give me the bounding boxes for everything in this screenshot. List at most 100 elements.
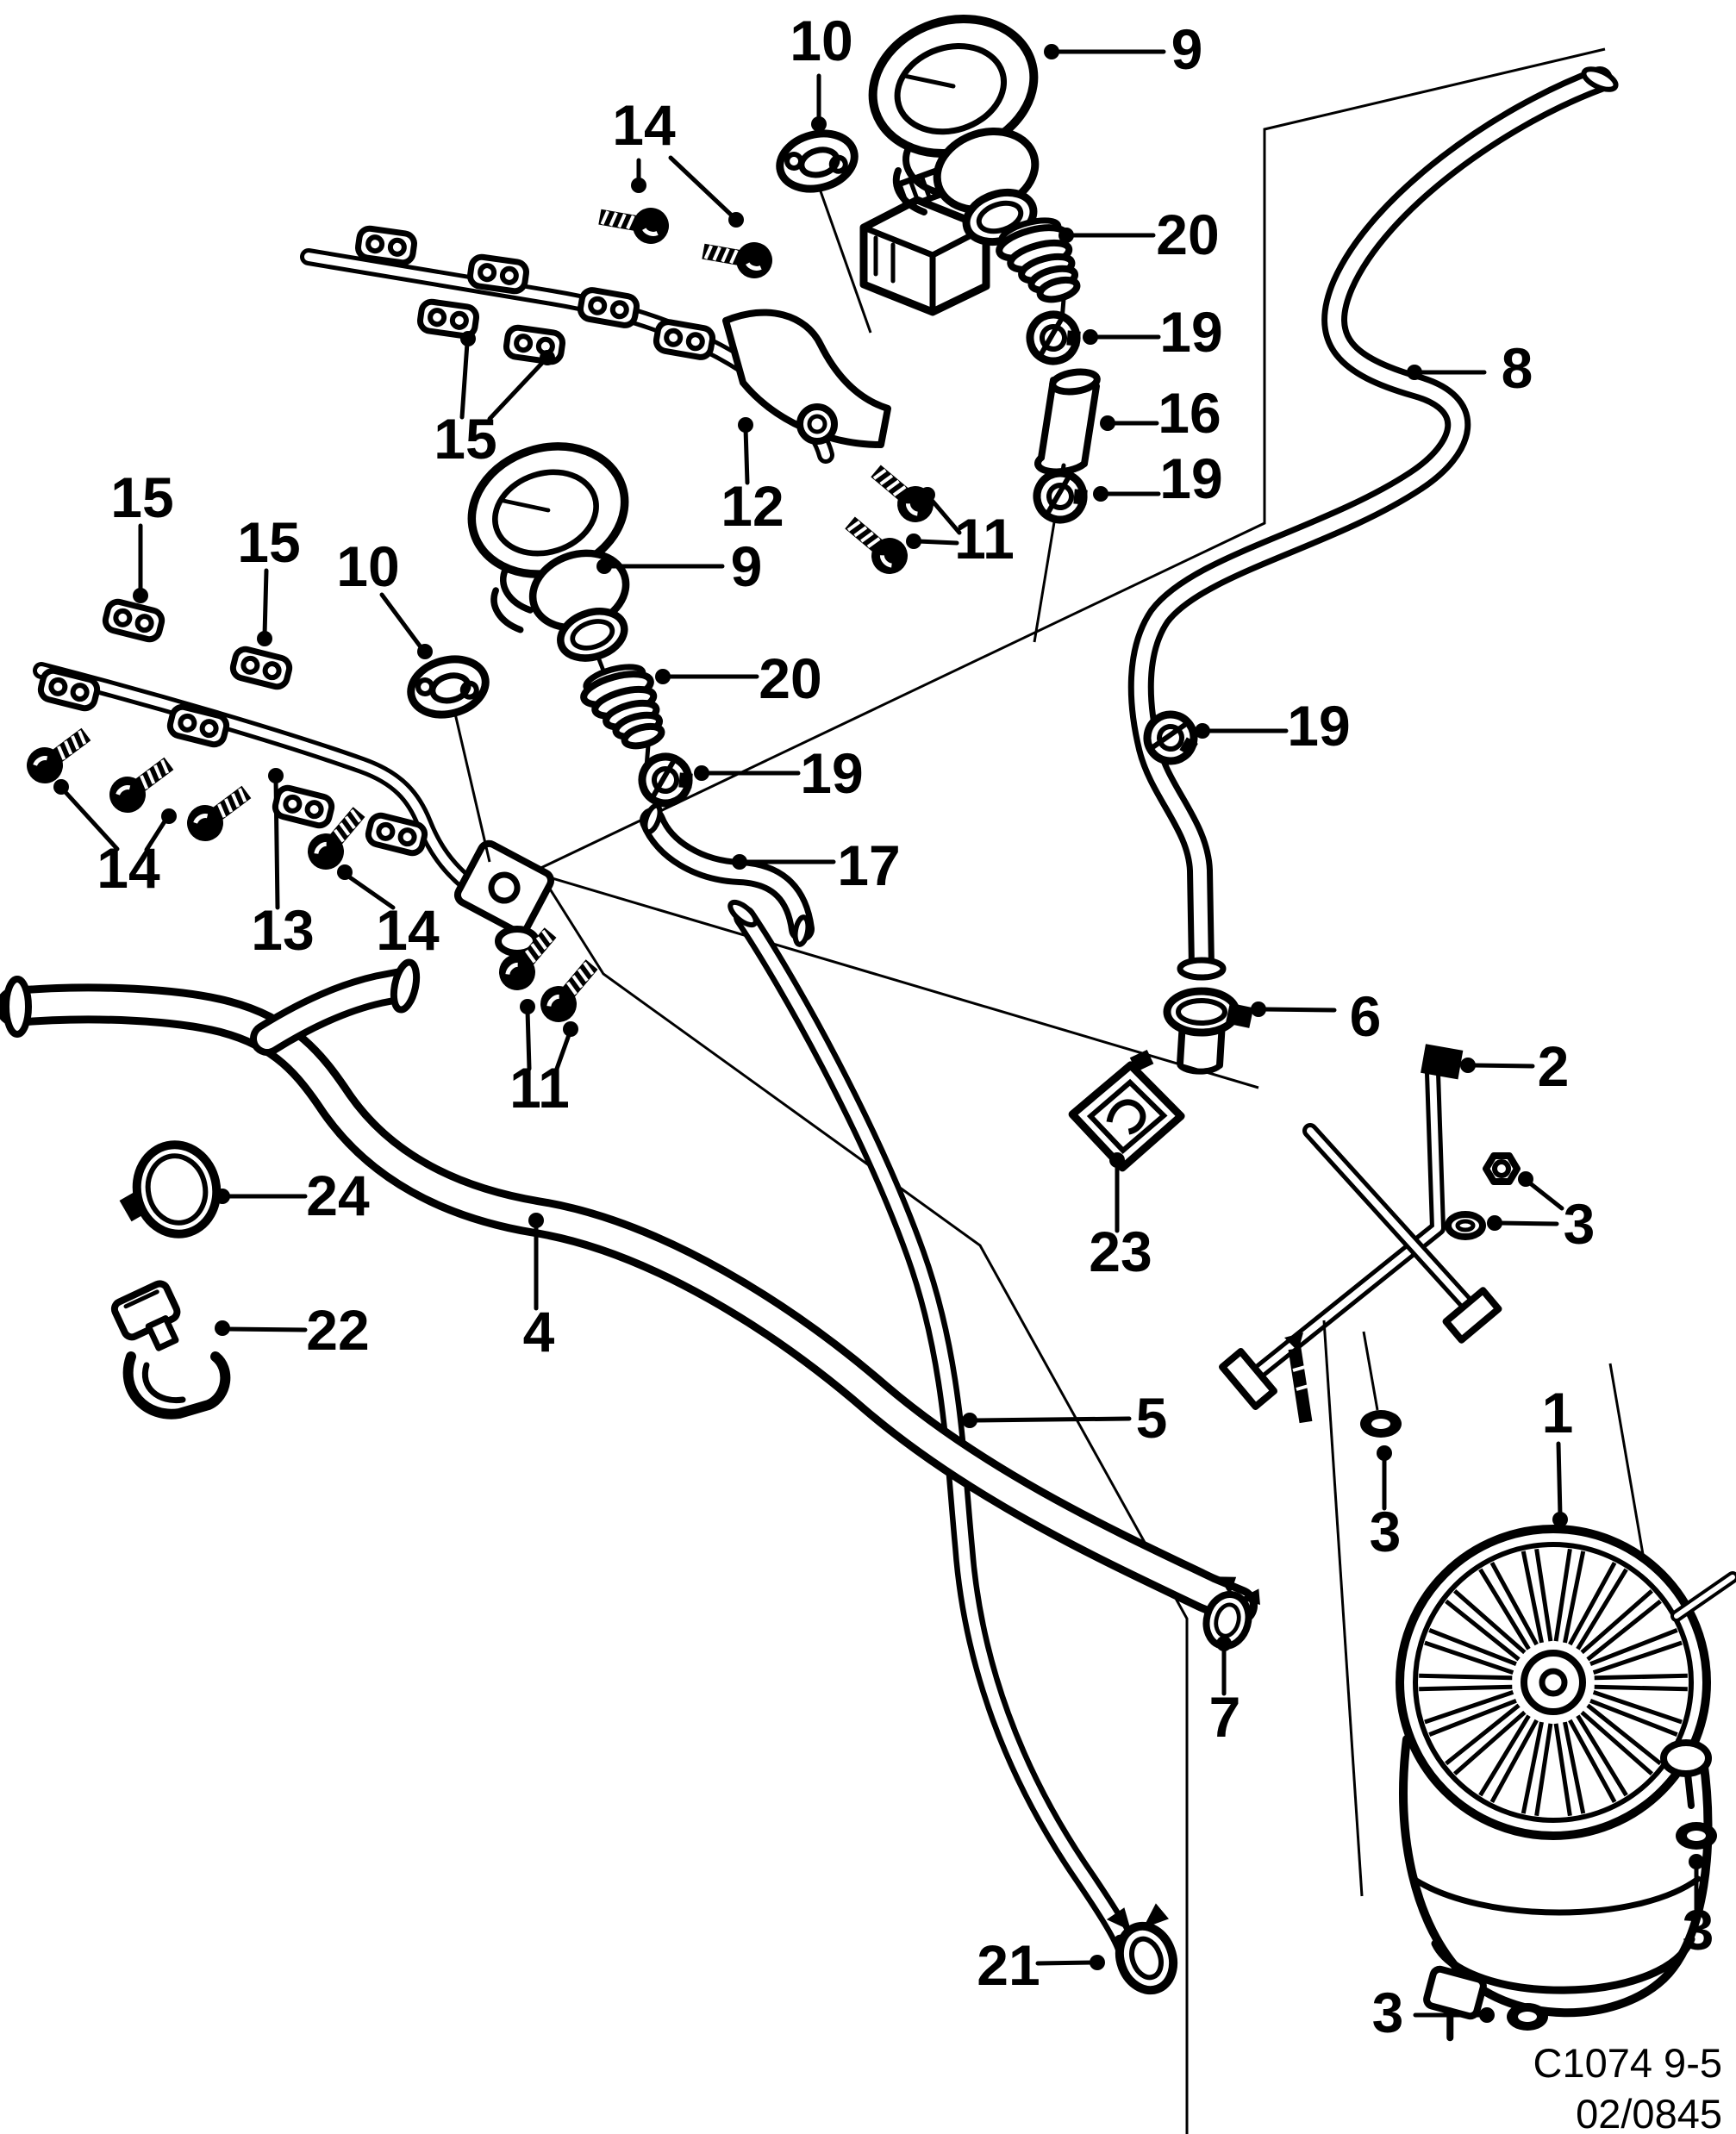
leader-dot-11 <box>920 487 935 502</box>
callout-label-14: 14 <box>612 93 676 157</box>
clamp-15-a <box>103 600 164 641</box>
leader-dot-20 <box>1058 228 1074 243</box>
fan-spoke <box>1568 1561 1617 1646</box>
gasket-10-top <box>773 126 860 197</box>
callout-label-7: 7 <box>1209 1685 1241 1749</box>
bracket-2 <box>1218 1044 1502 1424</box>
air-pipe-13 <box>33 662 555 957</box>
fan-spoke <box>1592 1640 1683 1675</box>
leader-dot-17 <box>732 854 747 870</box>
leader-dot-1 <box>1552 1512 1568 1527</box>
leader-line-3 <box>1527 1180 1564 1211</box>
air-distribution-pipe-12 <box>300 228 891 464</box>
leader-dot-8 <box>1407 365 1422 380</box>
callout-label-3: 3 <box>1372 1981 1404 2044</box>
fan-spoke <box>1580 1589 1653 1655</box>
clamp-19-top <box>1025 308 1086 366</box>
fan-spoke <box>1534 1548 1553 1642</box>
diagram-revision: 02/0845 <box>1576 2091 1722 2134</box>
leader-dot-23 <box>1109 1152 1125 1168</box>
leader-dot-7 <box>1216 1636 1232 1651</box>
callout-label-9: 9 <box>1171 17 1203 81</box>
leader-line-15 <box>262 568 269 638</box>
fan-spoke <box>1428 1698 1517 1737</box>
leader-dot-14 <box>161 808 177 824</box>
fan-spoke <box>1592 1689 1683 1725</box>
fan-spoke <box>1589 1698 1678 1737</box>
leader-dot-15 <box>540 350 555 365</box>
tube-16 <box>1033 368 1101 485</box>
gasket-10-left <box>404 652 491 723</box>
leader-line-12 <box>743 426 750 485</box>
axis-line <box>1362 1331 1379 1411</box>
leader-dot-14 <box>728 212 744 228</box>
callout-label-16: 16 <box>1158 381 1221 445</box>
callout-label-19: 19 <box>800 741 863 805</box>
washer-3-c <box>1676 1822 1717 1850</box>
callout-label-3: 3 <box>1683 1898 1714 1962</box>
fan-spoke <box>1589 1628 1678 1667</box>
fan-spoke <box>1553 1548 1572 1642</box>
callout-label-19: 19 <box>1159 300 1222 364</box>
callout-label-14: 14 <box>376 898 440 962</box>
leader-dot-3 <box>1689 1854 1704 1869</box>
air-pump-1 <box>1396 1525 1736 2042</box>
fan-spoke <box>1419 1673 1513 1681</box>
fan-spoke <box>1594 1684 1688 1692</box>
fan-spoke <box>1489 1719 1539 1804</box>
leader-line-21 <box>1035 1960 1096 1966</box>
leader-dot-21 <box>1090 1955 1105 1970</box>
leader-dot-14 <box>631 178 646 193</box>
leader-line-22 <box>224 1326 308 1332</box>
leader-line-5 <box>971 1416 1132 1423</box>
leader-line-13 <box>273 777 280 910</box>
fan-spoke <box>1445 1703 1521 1766</box>
leader-dot-11 <box>563 1021 578 1037</box>
callout-label-20: 20 <box>1156 203 1219 266</box>
callout-label-1: 1 <box>1542 1381 1574 1445</box>
fan-spoke <box>1453 1589 1527 1655</box>
leader-dot-19 <box>1083 329 1098 345</box>
bolt-14-e <box>180 777 258 848</box>
leader-line-14 <box>61 788 120 852</box>
leader-dot-14 <box>337 864 353 880</box>
leader-line-11 <box>927 496 962 535</box>
leader-dot-3 <box>1518 1171 1533 1187</box>
fan-spoke <box>1568 1719 1617 1804</box>
callout-label-23: 23 <box>1089 1220 1152 1283</box>
leader-dot-3 <box>1377 1445 1392 1461</box>
leader-line-14 <box>668 155 735 219</box>
hose-4 <box>0 958 1258 1625</box>
callout-label-15: 15 <box>434 407 496 471</box>
callout-label-20: 20 <box>759 646 821 710</box>
washer-3-b <box>1360 1410 1402 1438</box>
fan-spoke <box>1424 1640 1514 1675</box>
leader-line-10 <box>379 592 424 651</box>
fan-spoke <box>1563 1721 1586 1814</box>
leader-line-11 <box>525 1008 532 1071</box>
fan-spoke <box>1428 1628 1517 1667</box>
leader-line-1 <box>1556 1441 1563 1518</box>
callout-label-2: 2 <box>1538 1034 1570 1098</box>
diagram-code: C1074 9-5 <box>1533 2040 1723 2086</box>
leader-dot-9 <box>596 558 612 574</box>
callout-label-5: 5 <box>1136 1386 1168 1450</box>
bolt-11-d <box>533 953 605 1030</box>
leader-dot-20 <box>655 669 671 684</box>
hose-17 <box>640 802 815 947</box>
callout-label-15: 15 <box>110 465 173 529</box>
fan-spoke <box>1576 1568 1628 1650</box>
leader-dot-14 <box>53 779 69 795</box>
leader-dot-13 <box>268 768 284 783</box>
fan-spoke <box>1594 1673 1688 1681</box>
callout-label-11: 11 <box>509 1056 570 1120</box>
callout-label-6: 6 <box>1350 984 1382 1048</box>
leader-dot-22 <box>215 1320 230 1336</box>
fan-spoke <box>1445 1599 1521 1662</box>
leader-dot-19 <box>1195 723 1210 739</box>
callout-label-12: 12 <box>721 474 784 538</box>
stud-axis-line <box>1322 1320 1364 1897</box>
